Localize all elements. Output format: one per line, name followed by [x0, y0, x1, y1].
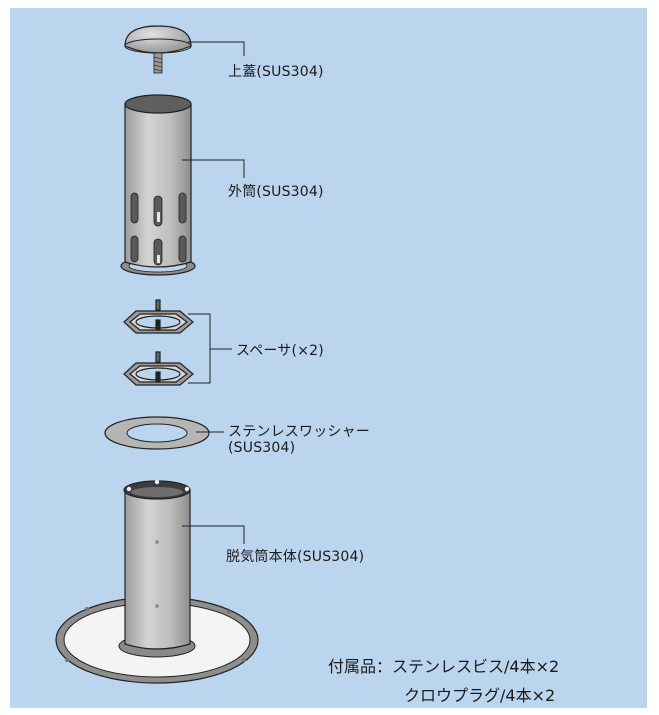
spacer-part-upper — [123, 299, 194, 334]
outer-tube-label: 外筒(SUS304) — [228, 184, 324, 200]
vent-body-part — [55, 479, 259, 684]
washer-part — [104, 416, 210, 450]
washer-label-line1: ステンレスワッシャー — [228, 424, 370, 440]
washer-label-line2: (SUS304) — [228, 440, 296, 456]
spacer-label: スペーサ(×2) — [236, 343, 324, 359]
accessories-line2: クロウプラグ/4本×2 — [404, 686, 556, 705]
top-cap-label: 上蓋(SUS304) — [228, 64, 324, 80]
outer-tube-part — [120, 94, 196, 276]
vent-body-leader-line — [182, 525, 245, 544]
vent-body-label: 脱気筒本体(SUS304) — [226, 549, 365, 565]
top-cap-leader-line — [188, 41, 245, 56]
spacer-part-lower — [123, 351, 194, 386]
accessories-line1: 付属品：ステンレスビス/4本×2 — [328, 657, 560, 676]
outer-tube-leader-line — [182, 159, 245, 178]
diagram-background — [10, 8, 647, 708]
top-cap-part — [124, 25, 192, 74]
